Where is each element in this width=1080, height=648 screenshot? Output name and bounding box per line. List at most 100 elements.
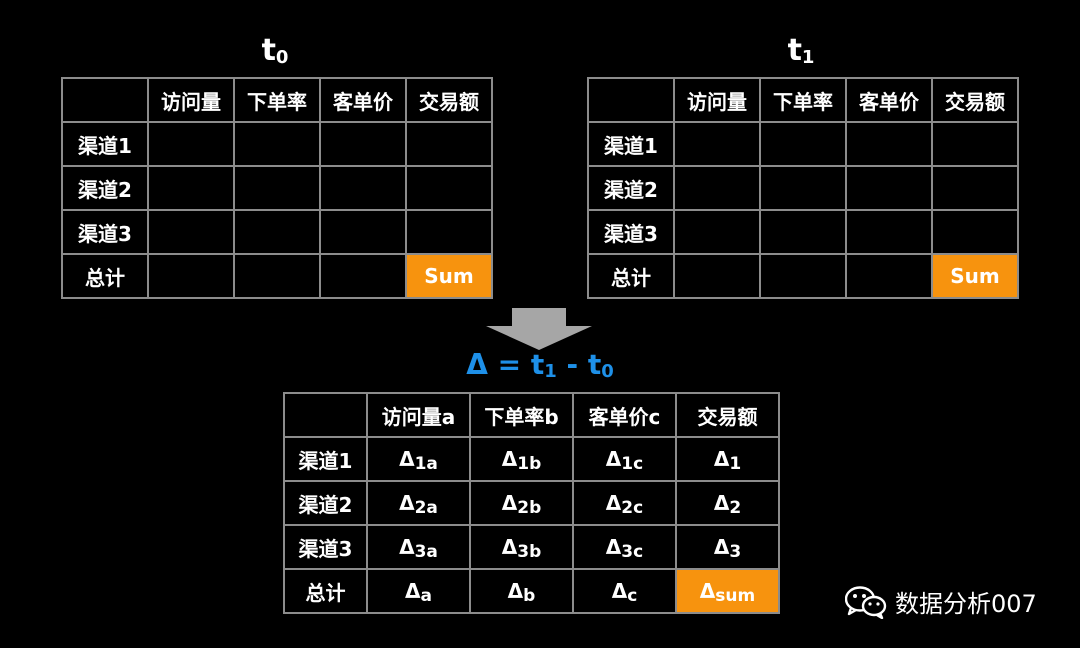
table-cell: [931, 209, 1019, 255]
formula-delta: Δ: [466, 348, 488, 381]
t0-title-sub: 0: [275, 47, 289, 68]
delta-formula: Δ = t1 - t0: [440, 348, 640, 382]
sum-cell: Sum: [931, 253, 1019, 299]
delta-subscript: 2: [729, 498, 742, 518]
delta-symbol: Δ: [713, 491, 730, 515]
corner-cell: [587, 77, 675, 123]
column-header: 交易额: [931, 77, 1019, 123]
delta-symbol: Δ: [507, 579, 524, 603]
table-cell: [845, 121, 933, 167]
delta-cell: Δ1c: [572, 436, 677, 482]
delta-cell: Δ3c: [572, 524, 677, 570]
delta-subscript: 3b: [517, 542, 542, 562]
column-header: 访问量a: [366, 392, 471, 438]
table-cell: [845, 209, 933, 255]
delta-cell: Δ2c: [572, 480, 677, 526]
column-header: 下单率: [759, 77, 847, 123]
delta-subscript: 1: [729, 454, 742, 474]
delta-cell: Δ3a: [366, 524, 471, 570]
row-header: 总计: [61, 253, 149, 299]
table-cell: [319, 165, 407, 211]
sum-cell: Sum: [405, 253, 493, 299]
table-cell: [405, 165, 493, 211]
table-cell: [319, 209, 407, 255]
table-cell: [673, 165, 761, 211]
column-header: 交易额: [675, 392, 780, 438]
delta-symbol: Δ: [501, 491, 518, 515]
column-header: 客单价c: [572, 392, 677, 438]
table-cell: [147, 165, 235, 211]
delta-symbol: Δ: [713, 447, 730, 471]
delta-symbol: Δ: [605, 491, 622, 515]
table-cell: [319, 253, 407, 299]
delta-symbol: Δ: [605, 447, 622, 471]
delta-cell: Δ3b: [469, 524, 574, 570]
table-cell: [147, 253, 235, 299]
row-header: 渠道2: [61, 165, 149, 211]
t1-title-text: t: [787, 33, 802, 68]
delta-symbol: Δ: [713, 535, 730, 559]
delta-table: 访问量a 下单率b 客单价c 交易额 渠道1 Δ1a Δ1b Δ1c Δ1 渠道…: [283, 392, 780, 614]
column-header: 下单率b: [469, 392, 574, 438]
table-row: 总计 Δa Δb Δc Δsum: [283, 568, 780, 614]
row-header: 渠道1: [283, 436, 368, 482]
delta-subscript: 3c: [621, 542, 644, 562]
table-header-row: 访问量 下单率 客单价 交易额: [61, 77, 493, 123]
delta-cell: Δa: [366, 568, 471, 614]
row-header: 总计: [283, 568, 368, 614]
formula-minus: - t: [556, 348, 602, 381]
wechat-icon: [845, 585, 887, 619]
sum-label: Sum: [950, 264, 1000, 288]
table-row: 渠道1 Δ1a Δ1b Δ1c Δ1: [283, 436, 780, 482]
table-cell: [233, 253, 321, 299]
delta-subscript: 1b: [517, 454, 542, 474]
t1-title-sub: 1: [801, 47, 815, 68]
row-header: 渠道2: [283, 480, 368, 526]
table-row: 渠道1: [61, 121, 493, 167]
t1-table: 访问量 下单率 客单价 交易额 渠道1 渠道2 渠道3 总计 Sum: [587, 77, 1019, 299]
down-arrow-icon: [486, 308, 592, 350]
table-row: 总计 Sum: [587, 253, 1019, 299]
delta-subscript: 1c: [621, 454, 644, 474]
column-header: 访问量: [147, 77, 235, 123]
delta-cell: Δc: [572, 568, 677, 614]
delta-symbol: Δ: [399, 447, 415, 471]
table-cell: [845, 165, 933, 211]
delta-cell: Δ2: [675, 480, 780, 526]
table-row: 渠道3: [587, 209, 1019, 255]
table-row: 渠道3: [61, 209, 493, 255]
row-header: 渠道1: [587, 121, 675, 167]
table-row: 渠道1: [587, 121, 1019, 167]
formula-sub0: 0: [601, 361, 614, 382]
table-cell: [931, 121, 1019, 167]
t0-table: 访问量 下单率 客单价 交易额 渠道1 渠道2 渠道3 总计 Sum: [61, 77, 493, 299]
table-row: 渠道2 Δ2a Δ2b Δ2c Δ2: [283, 480, 780, 526]
column-header: 交易额: [405, 77, 493, 123]
delta-cell: Δ2a: [366, 480, 471, 526]
column-header: 下单率: [233, 77, 321, 123]
table-cell: [673, 121, 761, 167]
delta-symbol: Δ: [611, 579, 628, 603]
delta-subscript: c: [627, 586, 638, 606]
table-cell: [673, 209, 761, 255]
t0-title: t0: [245, 33, 305, 68]
delta-symbol: Δ: [699, 579, 716, 603]
table-cell: [405, 121, 493, 167]
delta-subscript: 1a: [414, 454, 438, 474]
table-cell: [233, 165, 321, 211]
delta-subscript: sum: [715, 586, 756, 606]
corner-cell: [283, 392, 368, 438]
delta-symbol: Δ: [399, 535, 415, 559]
column-header: 客单价: [319, 77, 407, 123]
table-row: 渠道3 Δ3a Δ3b Δ3c Δ3: [283, 524, 780, 570]
delta-symbol: Δ: [501, 535, 518, 559]
delta-subscript: 3a: [414, 542, 438, 562]
delta-cell: Δ1a: [366, 436, 471, 482]
sum-label: Sum: [424, 264, 474, 288]
formula-sub1: 1: [544, 361, 557, 382]
delta-symbol: Δ: [405, 579, 421, 603]
delta-cell: Δ2b: [469, 480, 574, 526]
formula-eq: = t: [487, 348, 545, 381]
delta-subscript: a: [420, 586, 432, 606]
delta-sum-cell: Δsum: [675, 568, 780, 614]
